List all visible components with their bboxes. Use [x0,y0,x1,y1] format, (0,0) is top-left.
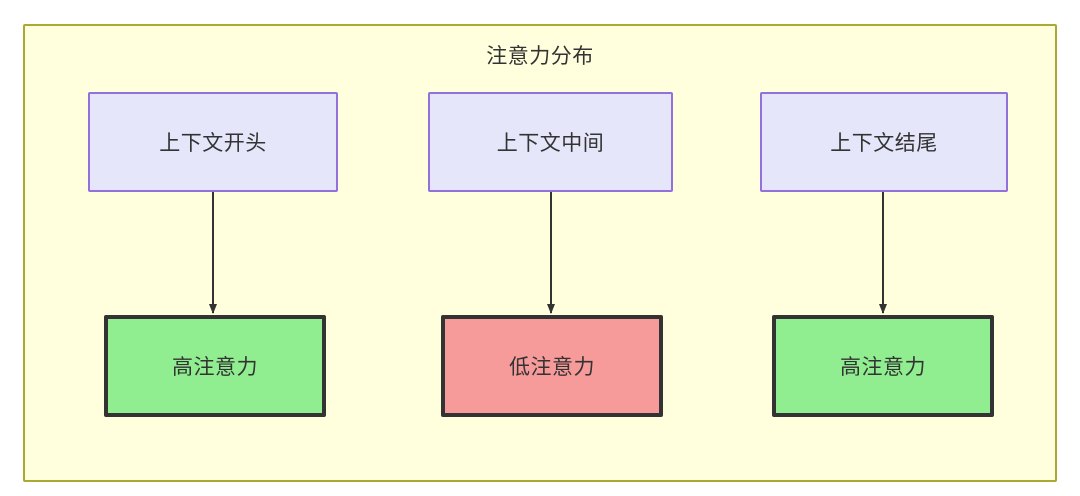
subgraph-title: 注意力分布 [486,45,594,68]
node-attention-end[interactable]: 高注意力 [772,315,994,417]
node-attention-start[interactable]: 高注意力 [104,315,326,417]
node-context-start[interactable]: 上下文开头 [88,92,338,192]
node-context-middle[interactable]: 上下文中间 [428,92,673,192]
node-label: 高注意力 [172,356,258,379]
node-attention-middle[interactable]: 低注意力 [441,315,663,417]
node-label: 上下文结尾 [830,132,938,155]
node-label: 上下文中间 [496,132,605,155]
node-label: 高注意力 [840,356,926,379]
node-label: 低注意力 [509,356,595,379]
node-context-end[interactable]: 上下文结尾 [760,92,1008,192]
node-label: 上下文开头 [159,132,267,155]
